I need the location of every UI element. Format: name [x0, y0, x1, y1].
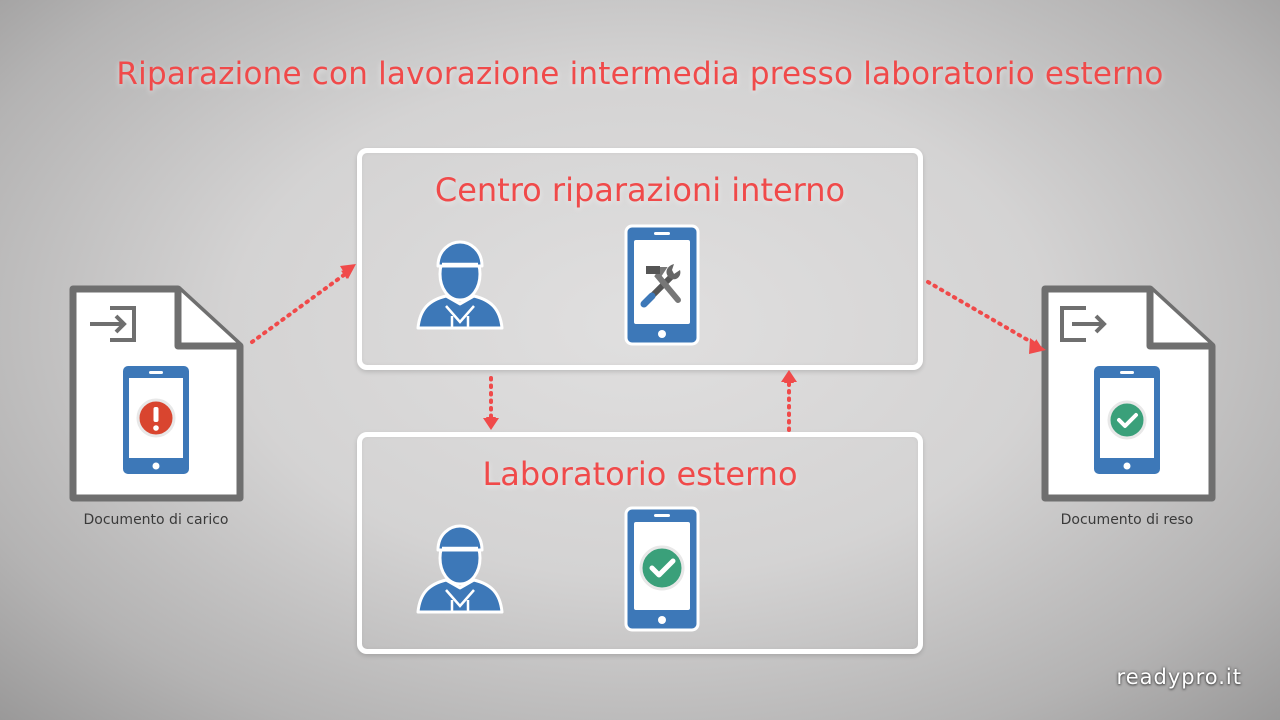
arrow-load-to-internal [250, 269, 353, 344]
return-document-label: Documento di reso [1060, 512, 1194, 528]
phone-tools-icon [624, 224, 700, 346]
external-lab-title: Laboratorio esterno [482, 455, 798, 493]
tools-icon [640, 264, 681, 308]
logout-icon [1060, 306, 1107, 342]
internal-repair-center-title: Centro riparazioni interno [434, 171, 846, 209]
exclamation-icon [136, 398, 176, 438]
load-document-label: Documento di carico [83, 512, 229, 528]
arrow-internal-to-return [926, 280, 1043, 349]
technician-icon [416, 524, 504, 614]
checkmark-icon [1107, 400, 1147, 440]
phone-check-icon [624, 506, 700, 632]
internal-repair-center-box: Centro riparazioni interno [357, 148, 923, 370]
external-lab-box: Laboratorio esterno [357, 432, 923, 654]
login-icon [90, 306, 136, 342]
diagram-title: Riparazione con lavorazione intermedia p… [116, 56, 1164, 92]
brand-watermark: readypro.it [1116, 665, 1242, 689]
technician-icon [416, 240, 504, 330]
